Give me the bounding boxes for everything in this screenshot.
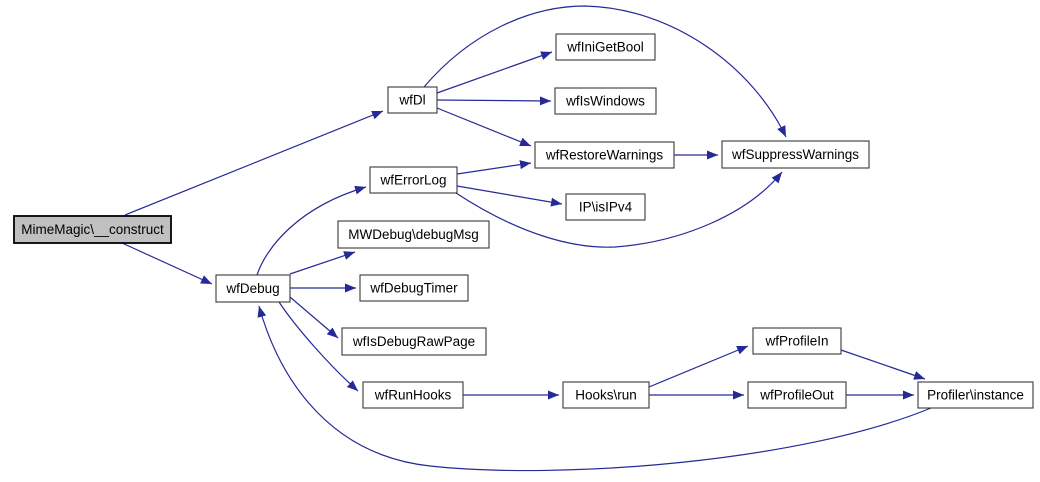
node-mimemagic-construct-box xyxy=(13,215,172,244)
node-hooks-run[interactable]: Hooks\run xyxy=(562,381,650,409)
node-wfiswindows-box xyxy=(554,87,657,115)
node-wfiswindows-label: wfIsWindows xyxy=(565,94,645,109)
node-wferrorlog[interactable]: wfErrorLog xyxy=(369,166,458,194)
node-mimemagic-construct-label: MimeMagic\__construct xyxy=(21,222,164,237)
edge-wfdebug-to-wfrunhooks xyxy=(278,301,359,392)
edge-wferrorlog-to-wfsuppresswarnings xyxy=(455,171,783,248)
node-wfprofileout-label: wfProfileOut xyxy=(759,388,834,403)
node-mimemagic-construct[interactable]: MimeMagic\__construct xyxy=(13,215,172,244)
node-wfisdebugrawpage-label: wfIsDebugRawPage xyxy=(352,334,475,349)
edge-wfdl-to-wfinigetbool xyxy=(436,51,553,94)
node-wfrunhooks-box xyxy=(362,381,464,409)
node-wfiswindows[interactable]: wfIsWindows xyxy=(554,87,657,115)
node-wfdebugtimer-box xyxy=(359,274,469,302)
node-wfisdebugrawpage[interactable]: wfIsDebugRawPage xyxy=(341,327,487,356)
node-hooks-run-box xyxy=(562,381,650,409)
edge-wfdl-to-wfrestorewarnings xyxy=(436,107,532,147)
edge-wfprofilein-to-profiler-instance xyxy=(840,349,926,380)
node-wfinigetbool-label: wfIniGetBool xyxy=(566,40,644,55)
node-hooks-run-label: Hooks\run xyxy=(575,388,637,403)
node-wfdebug-label: wfDebug xyxy=(225,281,279,296)
node-wferrorlog-label: wfErrorLog xyxy=(379,173,446,188)
edge-wfdl-to-wfsuppresswarnings xyxy=(423,5,787,138)
edge-wferrorlog-to-ip-isipv4 xyxy=(456,185,563,207)
node-wfdl-label: wfDl xyxy=(398,93,425,108)
node-mwdebug-debugmsg[interactable]: MWDebug\debugMsg xyxy=(337,220,490,249)
node-wfrunhooks[interactable]: wfRunHooks xyxy=(362,381,464,409)
node-wfinigetbool-box xyxy=(555,33,656,61)
edge-wfdebug-to-wferrorlog xyxy=(256,185,367,276)
node-wfisdebugrawpage-box xyxy=(341,327,487,356)
node-wfprofilein-box xyxy=(752,327,842,355)
edge-wfdl-to-wfiswindows xyxy=(436,96,552,106)
node-wfrunhooks-label: wfRunHooks xyxy=(374,388,452,403)
node-wfprofilein[interactable]: wfProfileIn xyxy=(752,327,842,355)
node-wfrestorewarnings-box xyxy=(534,141,675,169)
node-wfdl[interactable]: wfDl xyxy=(387,86,438,114)
node-wfprofilein-label: wfProfileIn xyxy=(764,334,828,349)
node-profiler-instance-box xyxy=(917,381,1034,409)
node-wfdl-box xyxy=(387,86,438,114)
edge-wferrorlog-to-wfrestorewarnings xyxy=(456,160,532,175)
edge-profiler-instance-to-wfdebug xyxy=(257,305,932,472)
node-mwdebug-debugmsg-box xyxy=(337,220,490,249)
node-wfdebugtimer-label: wfDebugTimer xyxy=(369,281,458,296)
node-wfdebug[interactable]: wfDebug xyxy=(215,274,291,303)
node-mwdebug-debugmsg-label: MWDebug\debugMsg xyxy=(348,227,479,242)
node-wferrorlog-box xyxy=(369,166,458,194)
edges-layer xyxy=(121,5,932,472)
nodes-layer: MimeMagic\__construct wfDl wfIniGetBool wfI… xyxy=(13,33,1034,409)
node-wfsuppresswarnings[interactable]: wfSuppressWarnings xyxy=(721,140,870,169)
node-wfrestorewarnings-label: wfRestoreWarnings xyxy=(545,148,664,163)
node-wfinigetbool[interactable]: wfIniGetBool xyxy=(555,33,656,61)
edge-mimemagic-construct-to-wfdl xyxy=(124,110,384,216)
node-profiler-instance[interactable]: Profiler\instance xyxy=(917,381,1034,409)
edge-wfdebug-to-mwdebug-debugmsg xyxy=(289,251,356,275)
edge-wfdebug-to-wfisdebugrawpage xyxy=(289,296,339,339)
node-wfrestorewarnings[interactable]: wfRestoreWarnings xyxy=(534,141,675,169)
node-ip-isipv4-box xyxy=(565,193,646,221)
edge-hooks-run-to-wfprofilein xyxy=(648,345,749,388)
node-wfdebug-box xyxy=(215,274,291,303)
node-ip-isipv4-label: IP\isIPv4 xyxy=(579,200,633,215)
edge-mimemagic-construct-to-wfdebug xyxy=(121,242,213,285)
node-profiler-instance-label: Profiler\instance xyxy=(927,388,1024,403)
node-wfprofileout[interactable]: wfProfileOut xyxy=(747,381,847,409)
node-wfsuppresswarnings-label: wfSuppressWarnings xyxy=(731,147,859,162)
node-wfdebugtimer[interactable]: wfDebugTimer xyxy=(359,274,469,302)
node-wfsuppresswarnings-box xyxy=(721,140,870,169)
node-ip-isipv4[interactable]: IP\isIPv4 xyxy=(565,193,646,221)
node-wfprofileout-box xyxy=(747,381,847,409)
